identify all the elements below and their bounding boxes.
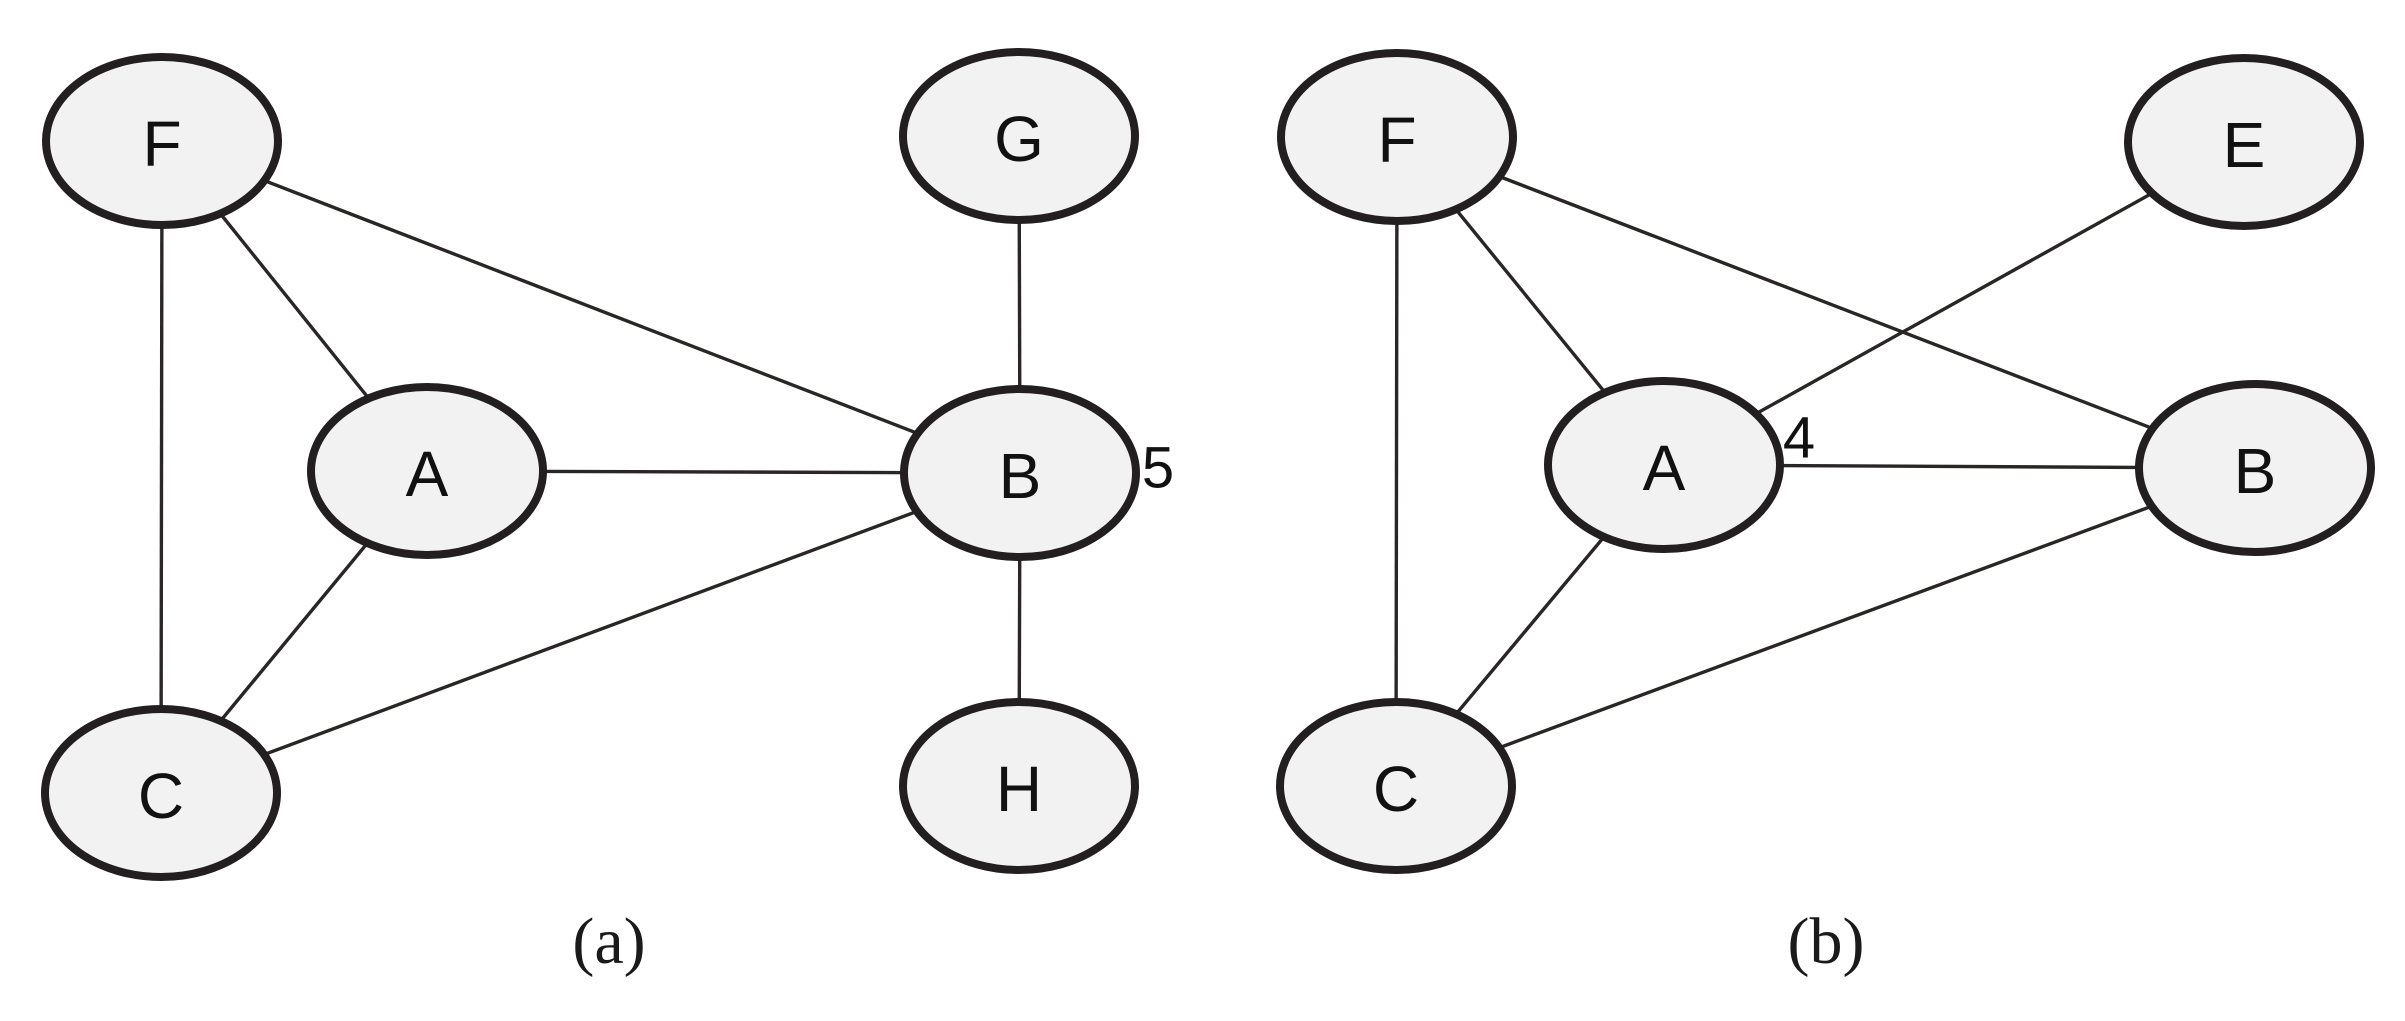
node-b-E: E xyxy=(2124,54,2364,230)
node-b-C: C xyxy=(1276,698,1516,874)
node-ellipse-a-G xyxy=(899,48,1139,224)
node-label-a-H: H xyxy=(996,753,1042,825)
degree-label-a-B: 5 xyxy=(1142,436,1174,501)
node-ellipse-a-A xyxy=(307,383,547,559)
node-b-B: B xyxy=(2135,380,2375,556)
node-label-b-E: E xyxy=(2223,109,2266,181)
node-label-a-G: G xyxy=(994,103,1044,175)
graph-a: F G A B C H 5 xyxy=(41,48,1174,881)
node-b-F: F xyxy=(1277,49,1517,225)
node-ellipse-b-F xyxy=(1277,49,1517,225)
node-b-A: A xyxy=(1544,377,1784,553)
caption-graph-b: (b) xyxy=(1787,905,1865,978)
node-label-b-B: B xyxy=(2234,435,2277,507)
edge-b-F-B xyxy=(1396,135,2256,470)
node-a-F: F xyxy=(42,53,282,229)
node-ellipse-b-C xyxy=(1276,698,1516,874)
node-label-a-B: B xyxy=(999,440,1042,512)
node-label-b-C: C xyxy=(1373,753,1419,825)
node-label-a-C: C xyxy=(138,760,184,832)
node-a-A: A xyxy=(307,383,547,559)
caption-graph-a: (a) xyxy=(572,905,646,978)
node-ellipse-a-B xyxy=(900,385,1140,561)
node-label-a-A: A xyxy=(406,438,449,510)
node-ellipse-a-F xyxy=(42,53,282,229)
edge-b-C-B xyxy=(1395,466,2256,788)
node-ellipse-a-C xyxy=(41,705,281,881)
node-label-b-F: F xyxy=(1377,104,1416,176)
graph-b: F E A B C 4 xyxy=(1276,49,2375,874)
node-a-G: G xyxy=(899,48,1139,224)
node-a-B: B xyxy=(900,385,1140,561)
node-a-H: H xyxy=(899,698,1139,874)
edge-a-F-C xyxy=(159,140,164,794)
node-ellipse-b-B xyxy=(2135,380,2375,556)
node-a-C: C xyxy=(41,705,281,881)
node-label-b-A: A xyxy=(1643,432,1686,504)
node-ellipse-b-E xyxy=(2124,54,2364,230)
edge-a-F-B xyxy=(161,139,1021,475)
edge-a-C-B xyxy=(160,471,1021,795)
edge-b-F-C xyxy=(1394,136,1399,787)
node-ellipse-b-A xyxy=(1544,377,1784,553)
node-label-a-F: F xyxy=(142,108,181,180)
edge-b-A-E xyxy=(1663,140,2245,467)
degree-label-b-A: 4 xyxy=(1783,406,1815,471)
node-ellipse-a-H xyxy=(899,698,1139,874)
